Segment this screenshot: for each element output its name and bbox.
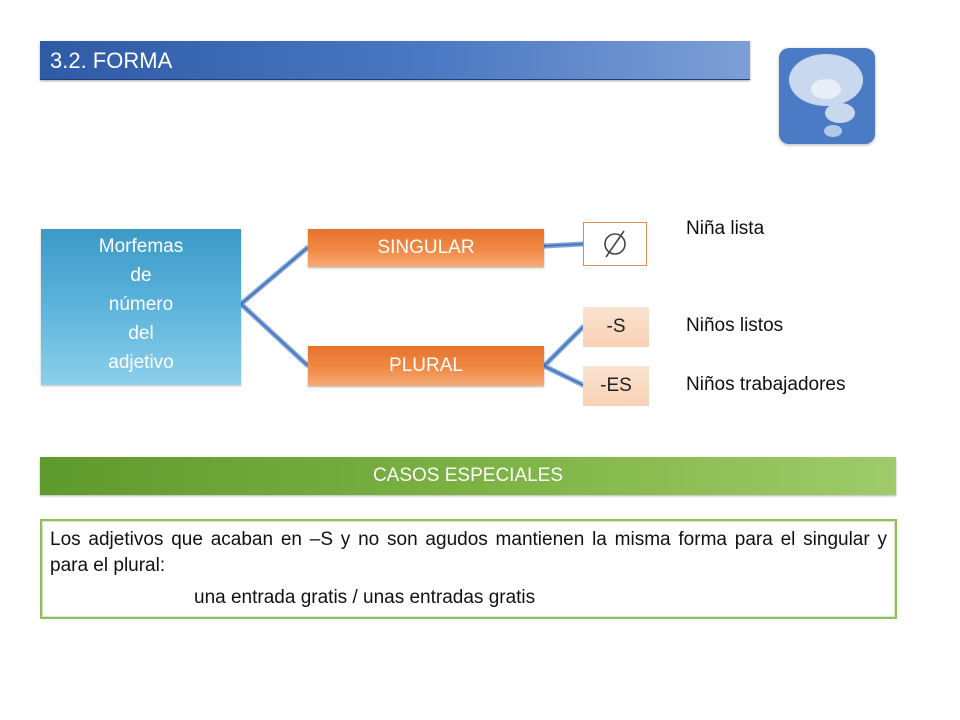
- title-bar: [40, 41, 750, 80]
- suffix-s-node: -S: [583, 307, 649, 347]
- root-line-3: número: [108, 294, 174, 315]
- empty-set-node: [583, 222, 647, 266]
- root-line-1: Morfemas: [98, 236, 184, 257]
- plural-node: PLURAL: [308, 346, 544, 386]
- question-bubble-icon: [779, 48, 875, 144]
- page-title: 3.2. FORMA: [50, 48, 173, 73]
- special-cases-heading: CASOS ESPECIALES: [40, 457, 896, 495]
- special-cases-example: una entrada gratis / unas entradas grati…: [194, 587, 536, 608]
- root-node-morfemas: Morfemas de número del adjetivo: [41, 229, 241, 385]
- suffix-es-node: -ES: [583, 366, 649, 406]
- root-line-5: adjetivo: [108, 352, 174, 373]
- special-cases-box: Los adjetivos que acaban en –S y no son …: [40, 519, 897, 619]
- root-line-2: de: [130, 265, 152, 286]
- empty-set-symbol: [604, 230, 626, 258]
- root-line-4: del: [128, 323, 154, 344]
- special-cases-text: Los adjetivos que acaban en –S y no son …: [50, 529, 887, 576]
- example-plural-es: Niños trabajadores: [686, 374, 846, 395]
- example-plural-s: Niños listos: [686, 315, 784, 336]
- singular-node: SINGULAR: [308, 229, 544, 267]
- question-bubble-graphic: [789, 54, 863, 137]
- example-singular: Niña lista: [686, 218, 765, 239]
